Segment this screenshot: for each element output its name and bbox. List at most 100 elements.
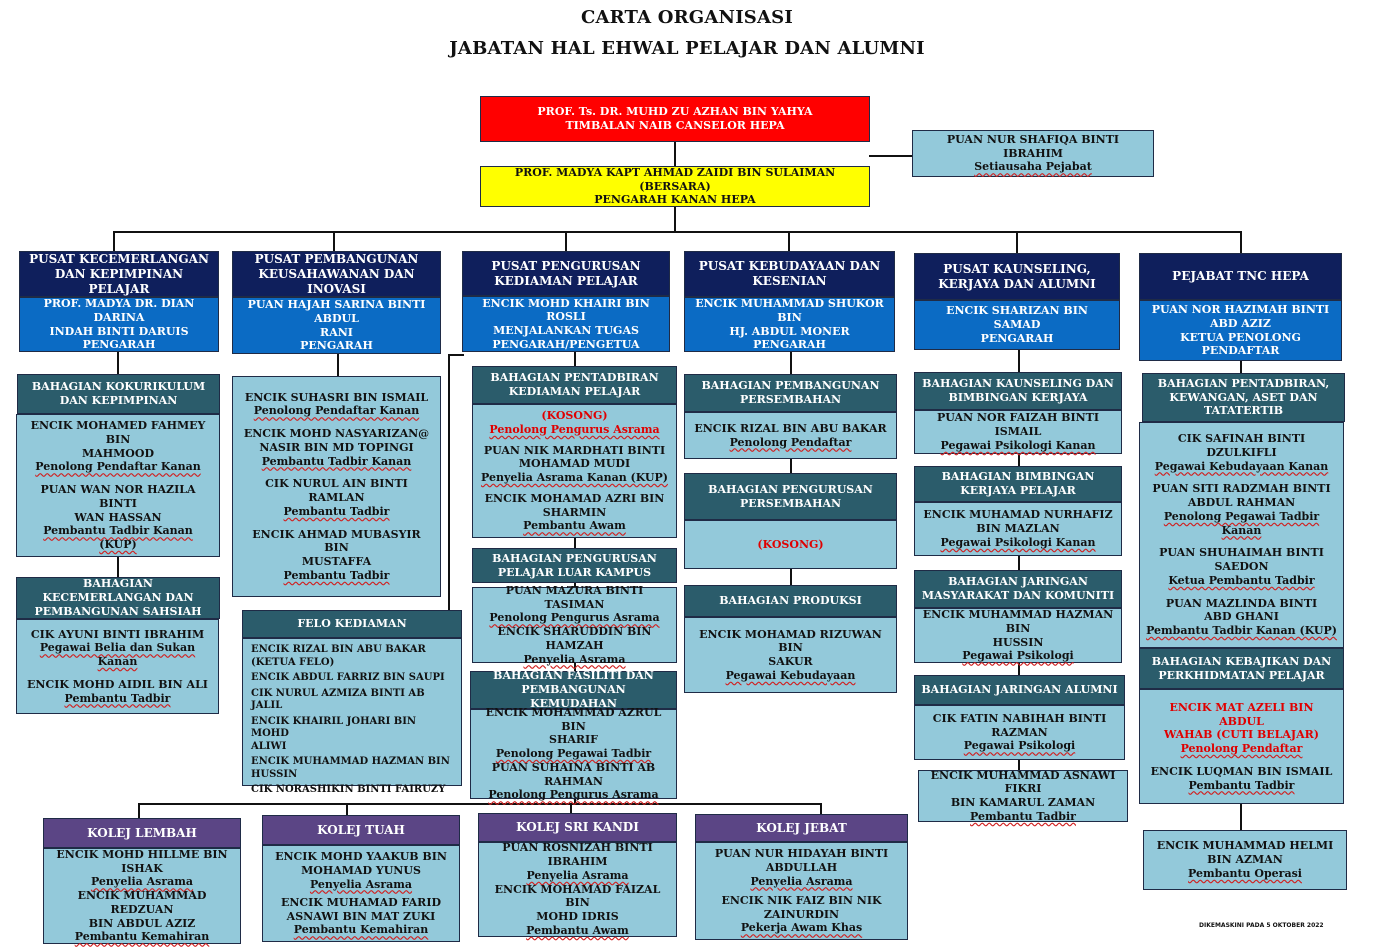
bahagian-produksi-header: BAHAGIAN PRODUKSI (684, 585, 897, 617)
connector (138, 803, 140, 818)
kolej-tuah-header: KOLEJ TUAH (262, 815, 460, 845)
connector (1018, 760, 1020, 770)
connector (1240, 231, 1242, 253)
kolej-lembah-header: KOLEJ LEMBAH (43, 818, 241, 848)
connector (820, 803, 822, 814)
pusat-kecemerlangan-header: PUSAT KECEMERLANGAN DAN KEPIMPINAN PELAJ… (19, 251, 219, 297)
connector (346, 803, 348, 815)
kolej-jebat-staff: PUAN NUR HIDAYAH BINTI ABDULLAH Penyelia… (695, 842, 908, 940)
pejabat-tnc-operasi-box: ENCIK MUHAMMAD HELMI BIN AZMAN Pembantu … (1143, 830, 1347, 890)
pusat-pembangunan-staff: ENCIK SUHASRI BIN ISMAIL Penolong Pendaf… (232, 376, 441, 597)
connector (574, 352, 576, 366)
pusat-pengurusan-header: PUSAT PENGURUSAN KEDIAMAN PELAJAR (462, 251, 670, 296)
pusat-kaunseling-director: ENCIK SHARIZAN BIN SAMAD PENGARAH (914, 300, 1120, 350)
pengarah-kanan-name: PROF. MADYA KAPT AHMAD ZAIDI BIN SULAIMA… (514, 165, 836, 193)
pengarah-kanan-box: PROF. MADYA KAPT AHMAD ZAIDI BIN SULAIMA… (480, 166, 870, 207)
connector (574, 583, 576, 587)
connector (565, 231, 567, 251)
bahagian-kecemerlangan-staff: CIK AYUNI BINTI IBRAHIM Pegawai Belia da… (16, 619, 219, 714)
connector (1018, 350, 1020, 372)
bahagian-kaunseling-staff: PUAN NOR FAIZAH BINTI ISMAIL Pegawai Psi… (914, 410, 1122, 454)
felo-kediaman-list: ENCIK RIZAL BIN ABU BAKAR (KETUA FELO) E… (242, 638, 462, 795)
bahagian-pembangunan-persembahan-header: BAHAGIAN PEMBANGUNAN PERSEMBAHAN (684, 374, 897, 412)
pejabat-tnc-director: PUAN NOR HAZIMAH BINTI ABD AZIZ KETUA PE… (1139, 300, 1342, 361)
connector (574, 799, 576, 804)
connector (1016, 231, 1018, 253)
connector (138, 803, 822, 805)
connector (113, 231, 115, 251)
bahagian-kebajikan-header: BAHAGIAN KEBAJIKAN DAN PERKHIDMATAN PELA… (1139, 648, 1344, 689)
connector (113, 231, 1241, 233)
chart-subtitle: JABATAN HAL EHWAL PELAJAR DAN ALUMNI (449, 38, 925, 59)
setiausaha-name: PUAN NUR SHAFIQA BINTI IBRAHIM (946, 132, 1120, 160)
bahagian-pembangunan-persembahan-staff: ENCIK RIZAL BIN ABU BAKAR Penolong Penda… (684, 412, 897, 459)
kolej-tuah-staff: ENCIK MOHD YAAKUB BIN MOHAMAD YUNUS Peny… (262, 845, 460, 942)
connector (869, 155, 913, 157)
bahagian-kaunseling-header: BAHAGIAN KAUNSELING DAN BIMBINGAN KERJAY… (914, 372, 1122, 410)
bahagian-jaringan-alumni-header: BAHAGIAN JARINGAN ALUMNI (914, 675, 1125, 705)
connector (788, 231, 790, 251)
setiausaha-role: Setiausaha Pejabat (974, 160, 1092, 174)
connector (674, 141, 676, 166)
kolej-sri-kandi-header: KOLEJ SRI KANDI (478, 813, 677, 842)
bahagian-pengurusan-persembahan-staff: (KOSONG) (684, 520, 897, 569)
pusat-pembangunan-director: PUAN HAJAH SARINA BINTI ABDUL RANI PENGA… (232, 297, 441, 354)
bahagian-pentadbiran-kewangan-header: BAHAGIAN PENTADBIRAN, KEWANGAN, ASET DAN… (1142, 373, 1345, 422)
connector (1240, 361, 1242, 373)
bahagian-jaringan-masyarakat-staff: ENCIK MUHAMMAD HAZMAN BIN HUSSIN Pegawai… (914, 608, 1122, 663)
tnc-box: PROF. Ts. DR. MUHD ZU AZHAN BIN YAHYA TI… (480, 96, 870, 142)
tnc-role: TIMBALAN NAIB CANSELOR HEPA (565, 119, 785, 132)
connector (448, 354, 450, 610)
connector (790, 569, 792, 585)
pusat-kebudayaan-director: ENCIK MUHAMMAD SHUKOR BIN HJ. ABDUL MONE… (684, 297, 895, 352)
update-date: DIKEMASKINI PADA 5 OKTOBER 2022 (1199, 922, 1324, 929)
bahagian-fasiliti-staff: ENCIK MOHAMMAD AZRUL BIN SHARIF Penolong… (470, 706, 677, 801)
connector (1018, 556, 1020, 570)
bahagian-pentadbiran-kewangan-staff: CIK SAFINAH BINTI DZULKIFLI Pegawai Kebu… (1139, 422, 1344, 648)
bahagian-kokurikulum-header: BAHAGIAN KOKURIKULUM DAN KEPIMPINAN (17, 374, 220, 414)
connector (1240, 804, 1242, 830)
setiausaha-box: PUAN NUR SHAFIQA BINTI IBRAHIM Setiausah… (912, 130, 1154, 177)
bahagian-kebajikan-staff: ENCIK MAT AZELI BIN ABDUL WAHAB (CUTI BE… (1139, 689, 1344, 804)
bahagian-luar-kampus-staff: PUAN MAZURA BINTI TASIMAN Penolong Pengu… (472, 584, 677, 666)
bahagian-pentadbiran-kediaman-staff: (KOSONG) Penolong Pengurus Asrama PUAN N… (472, 404, 677, 538)
kaunseling-pembantu-box: ENCIK MUHAMMAD ASNAWI FIKRI BIN KAMARUL … (918, 769, 1128, 823)
connector (790, 352, 792, 374)
bahagian-kokurikulum-staff: ENCIK MOHAMED FAHMEY BIN MAHMOOD Penolon… (16, 414, 220, 557)
connector (117, 557, 119, 577)
bahagian-jaringan-alumni-staff: CIK FATIN NABIHAH BINTI RAZMAN Pegawai P… (914, 705, 1125, 760)
kolej-jebat-header: KOLEJ JEBAT (695, 814, 908, 842)
connector (674, 207, 676, 232)
tnc-name: PROF. Ts. DR. MUHD ZU AZHAN BIN YAHYA (537, 105, 813, 119)
bahagian-bimbingan-kerjaya-staff: ENCIK MUHAMAD NURHAFIZ BIN MAZLAN Pegawa… (914, 502, 1122, 556)
pusat-pengurusan-director: ENCIK MOHD KHAIRI BIN ROSLI MENJALANKAN … (462, 296, 670, 352)
bahagian-fasiliti-header: BAHAGIAN FASILITI DAN PEMBANGUNAN KEMUDA… (470, 669, 677, 710)
kolej-lembah-staff: ENCIK MOHD HILLME BIN ISHAK Penyelia Asr… (43, 848, 241, 944)
bahagian-luar-kampus-header: BAHAGIAN PENGURUSAN PELAJAR LUAR KAMPUS (472, 548, 677, 583)
pengarah-kanan-role: PENGARAH KANAN HEPA (594, 193, 756, 207)
bahagian-kecemerlangan-header: BAHAGIAN KECEMERLANGAN DAN PEMBANGUNAN S… (16, 577, 220, 619)
pusat-kecemerlangan-director: PROF. MADYA DR. DIAN DARINA INDAH BINTI … (19, 297, 219, 352)
kolej-sri-kandi-staff: PUAN ROSNIZAH BINTI IBRAHIM Penyelia Asr… (478, 841, 677, 937)
connector (790, 459, 792, 473)
pusat-kaunseling-header: PUSAT KAUNSELING, KERJAYA DAN ALUMNI (914, 253, 1120, 300)
connector (574, 538, 576, 548)
connector (333, 231, 335, 251)
connector (1018, 454, 1020, 466)
connector (570, 803, 572, 813)
chart-title: CARTA ORGANISASI (580, 7, 793, 28)
bahagian-jaringan-masyarakat-header: BAHAGIAN JARINGAN MASYARAKAT DAN KOMUNIT… (914, 570, 1122, 608)
connector (1018, 663, 1020, 675)
connector (337, 354, 339, 376)
connector (448, 354, 464, 356)
bahagian-pengurusan-persembahan-header: BAHAGIAN PENGURUSAN PERSEMBAHAN (684, 473, 897, 520)
bahagian-pentadbiran-kediaman-header: BAHAGIAN PENTADBIRAN KEDIAMAN PELAJAR (472, 366, 677, 404)
bahagian-produksi-staff: ENCIK MOHAMAD RIZUWAN BIN SAKUR Pegawai … (684, 617, 897, 693)
connector (574, 663, 576, 671)
pusat-pembangunan-header: PUSAT PEMBANGUNAN KEUSAHAWANAN DAN INOVA… (232, 251, 441, 297)
bahagian-bimbingan-kerjaya-header: BAHAGIAN BIMBINGAN KERJAYA PELAJAR (914, 466, 1122, 502)
felo-kediaman-header: FELO KEDIAMAN (242, 610, 462, 638)
connector (117, 352, 119, 374)
pusat-kebudayaan-header: PUSAT KEBUDAYAAN DAN KESENIAN (684, 251, 895, 297)
pejabat-tnc-header: PEJABAT TNC HEPA (1139, 253, 1342, 300)
